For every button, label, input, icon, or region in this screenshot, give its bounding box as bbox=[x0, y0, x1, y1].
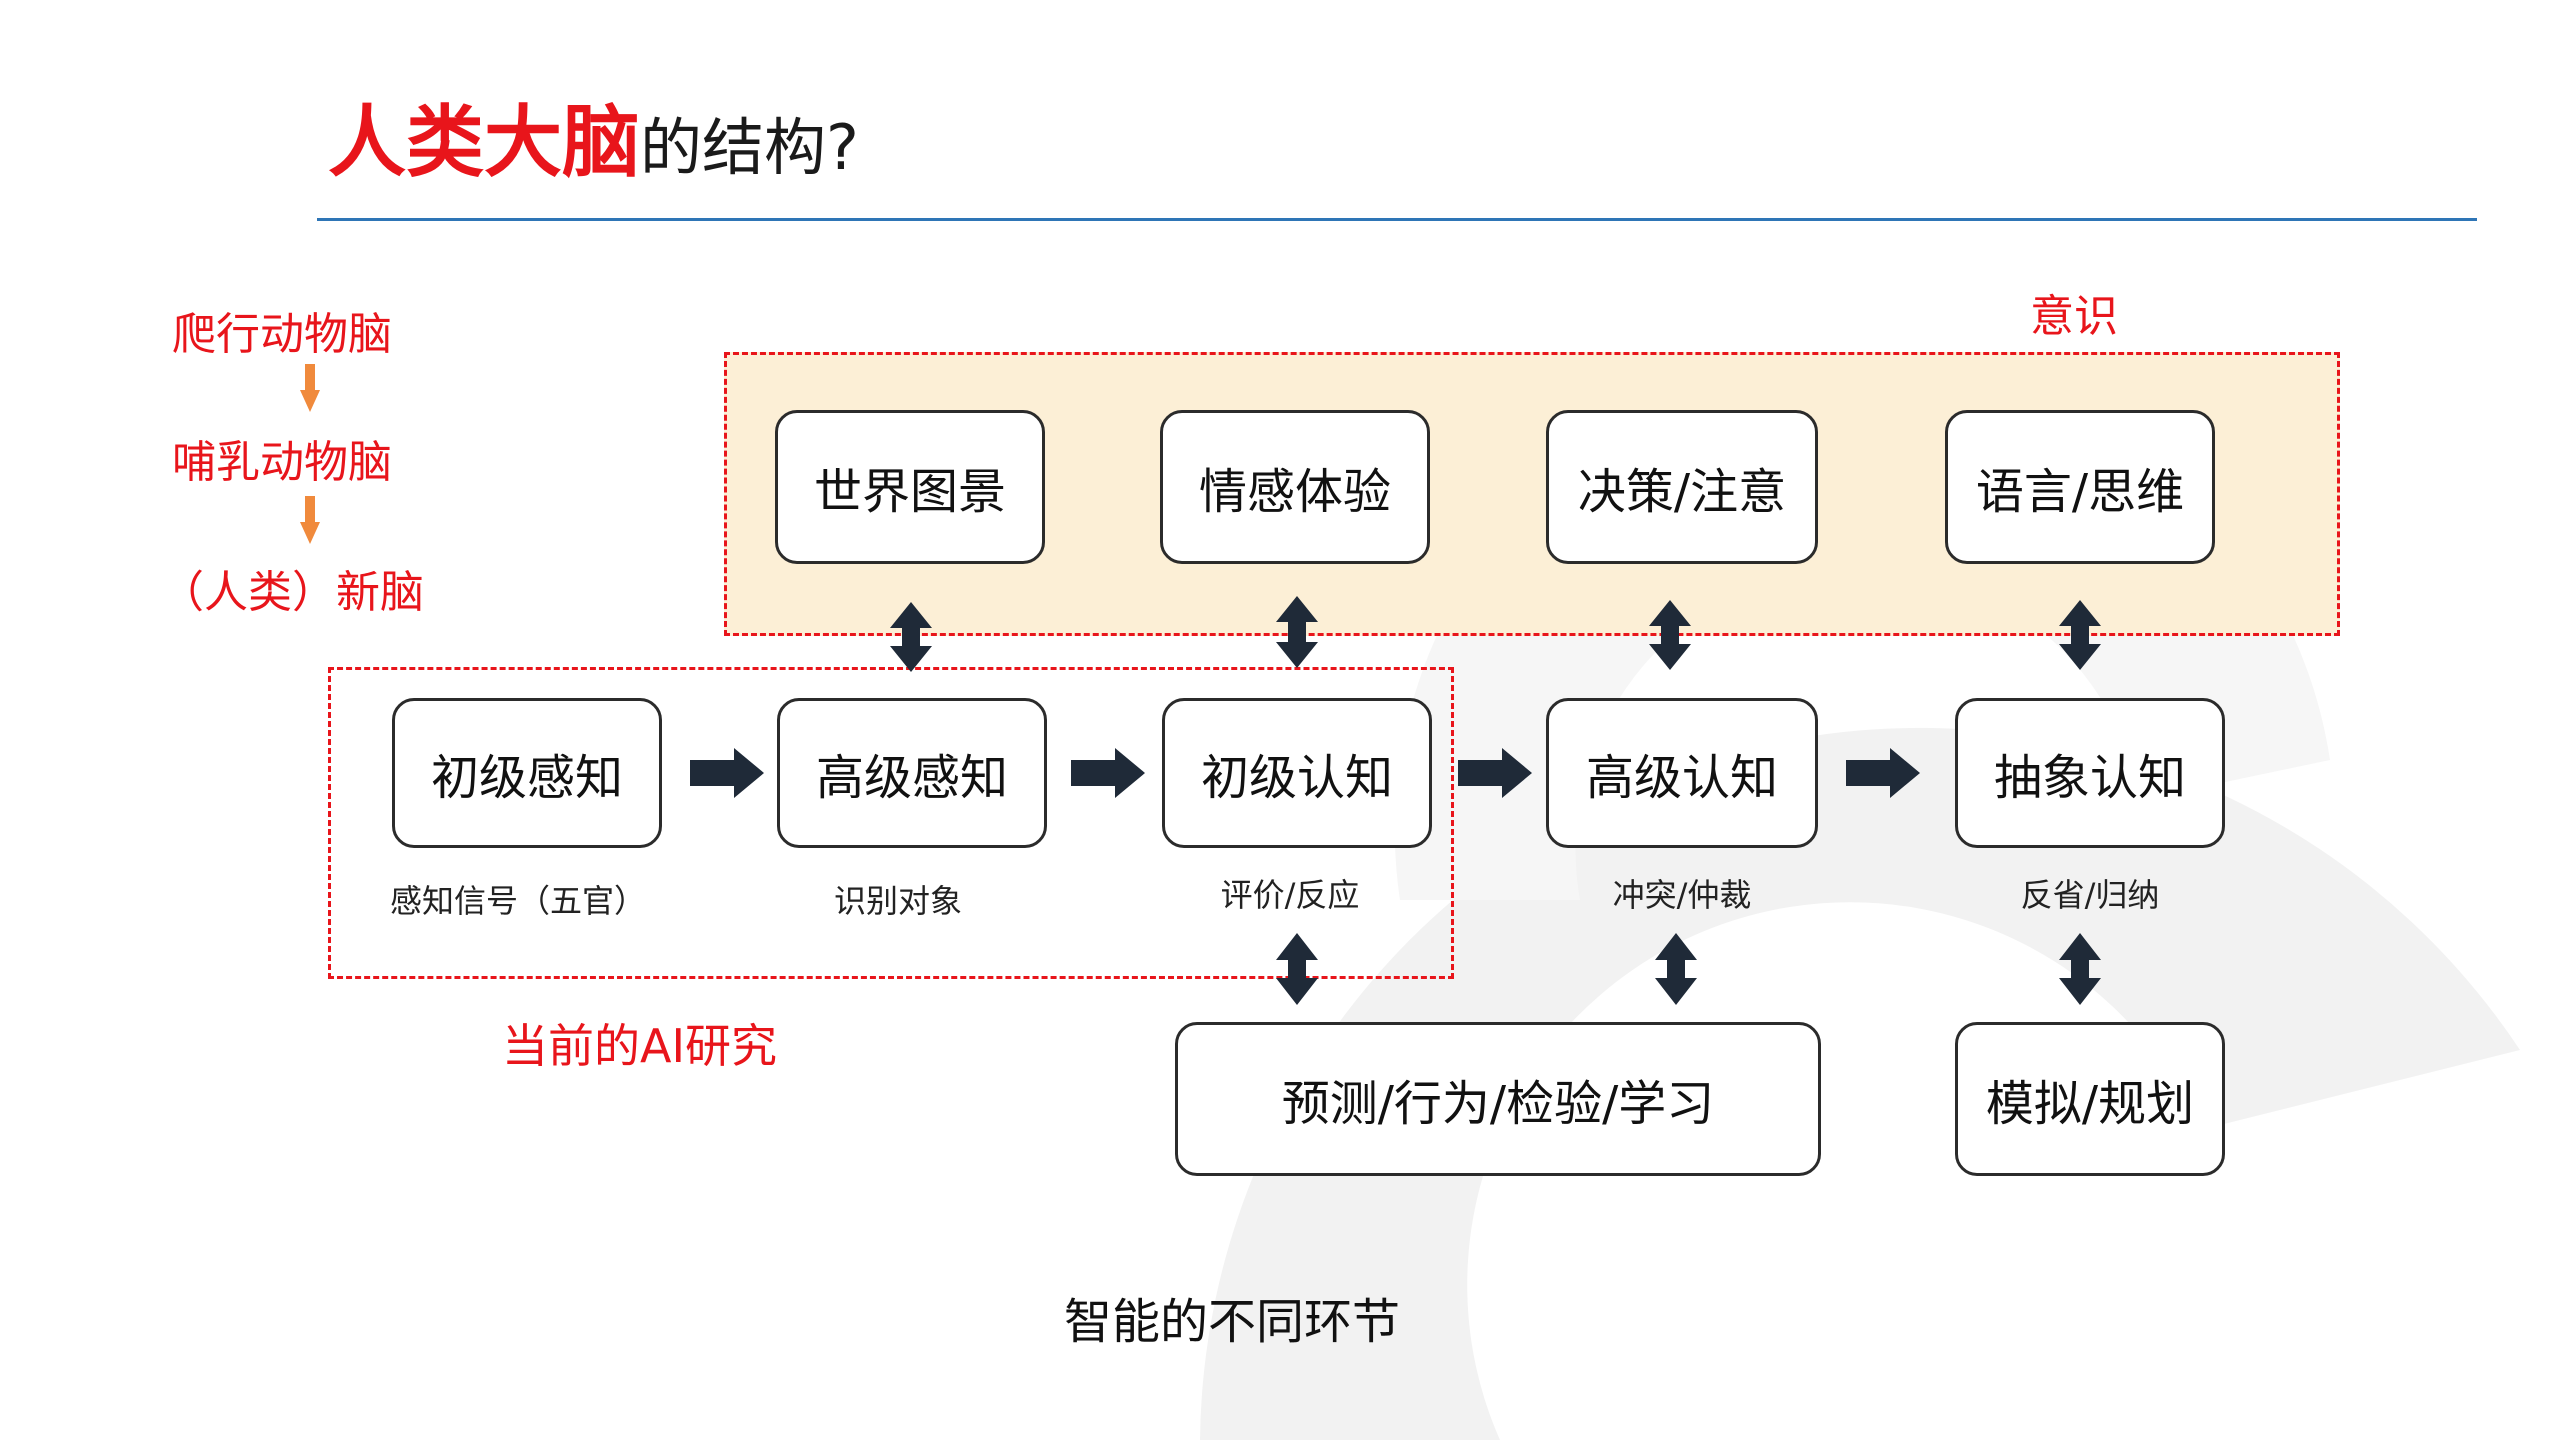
box-predict-act-test-learn: 预测/行为/检验/学习 bbox=[1175, 1022, 1821, 1176]
box-world-model: 世界图景 bbox=[775, 410, 1045, 564]
sublabel-reflection-induction: 反省/归纳 bbox=[2020, 876, 2160, 914]
evolution-item-mammal: 哺乳动物脑 bbox=[172, 437, 392, 488]
sublabel-sensory-signals: 感知信号（五官） bbox=[389, 882, 647, 920]
sublabel-conflict-arbitration: 冲突/仲裁 bbox=[1612, 876, 1752, 914]
figure-caption: 智能的不同环节 bbox=[1063, 1294, 1401, 1350]
sublabel-object-recognition: 识别对象 bbox=[833, 882, 963, 920]
box-emotional-experience: 情感体验 bbox=[1160, 410, 1430, 564]
evolution-item-reptile: 爬行动物脑 bbox=[172, 309, 392, 360]
evolution-item-neocortex: （人类）新脑 bbox=[160, 567, 424, 618]
sublabel-evaluation-response: 评价/反应 bbox=[1220, 876, 1360, 914]
title-divider bbox=[317, 218, 2477, 221]
consciousness-label: 意识 bbox=[2030, 291, 2118, 342]
title-highlight: 人类大脑 bbox=[328, 98, 641, 188]
down-arrow-icon bbox=[300, 496, 320, 544]
down-arrow-icon bbox=[300, 364, 320, 412]
box-abstract-cognition: 抽象认知 bbox=[1955, 698, 2225, 848]
box-primary-perception: 初级感知 bbox=[392, 698, 662, 848]
box-advanced-perception: 高级感知 bbox=[777, 698, 1047, 848]
box-simulate-plan: 模拟/规划 bbox=[1955, 1022, 2225, 1176]
ai-research-label: 当前的AI研究 bbox=[502, 1019, 778, 1073]
page-title: 人类大脑的结构? bbox=[328, 80, 859, 192]
box-primary-cognition: 初级认知 bbox=[1162, 698, 1432, 848]
title-rest: 的结构? bbox=[640, 111, 859, 184]
box-language-thinking: 语言/思维 bbox=[1945, 410, 2215, 564]
box-advanced-cognition: 高级认知 bbox=[1546, 698, 1818, 848]
box-decision-attention: 决策/注意 bbox=[1546, 410, 1818, 564]
